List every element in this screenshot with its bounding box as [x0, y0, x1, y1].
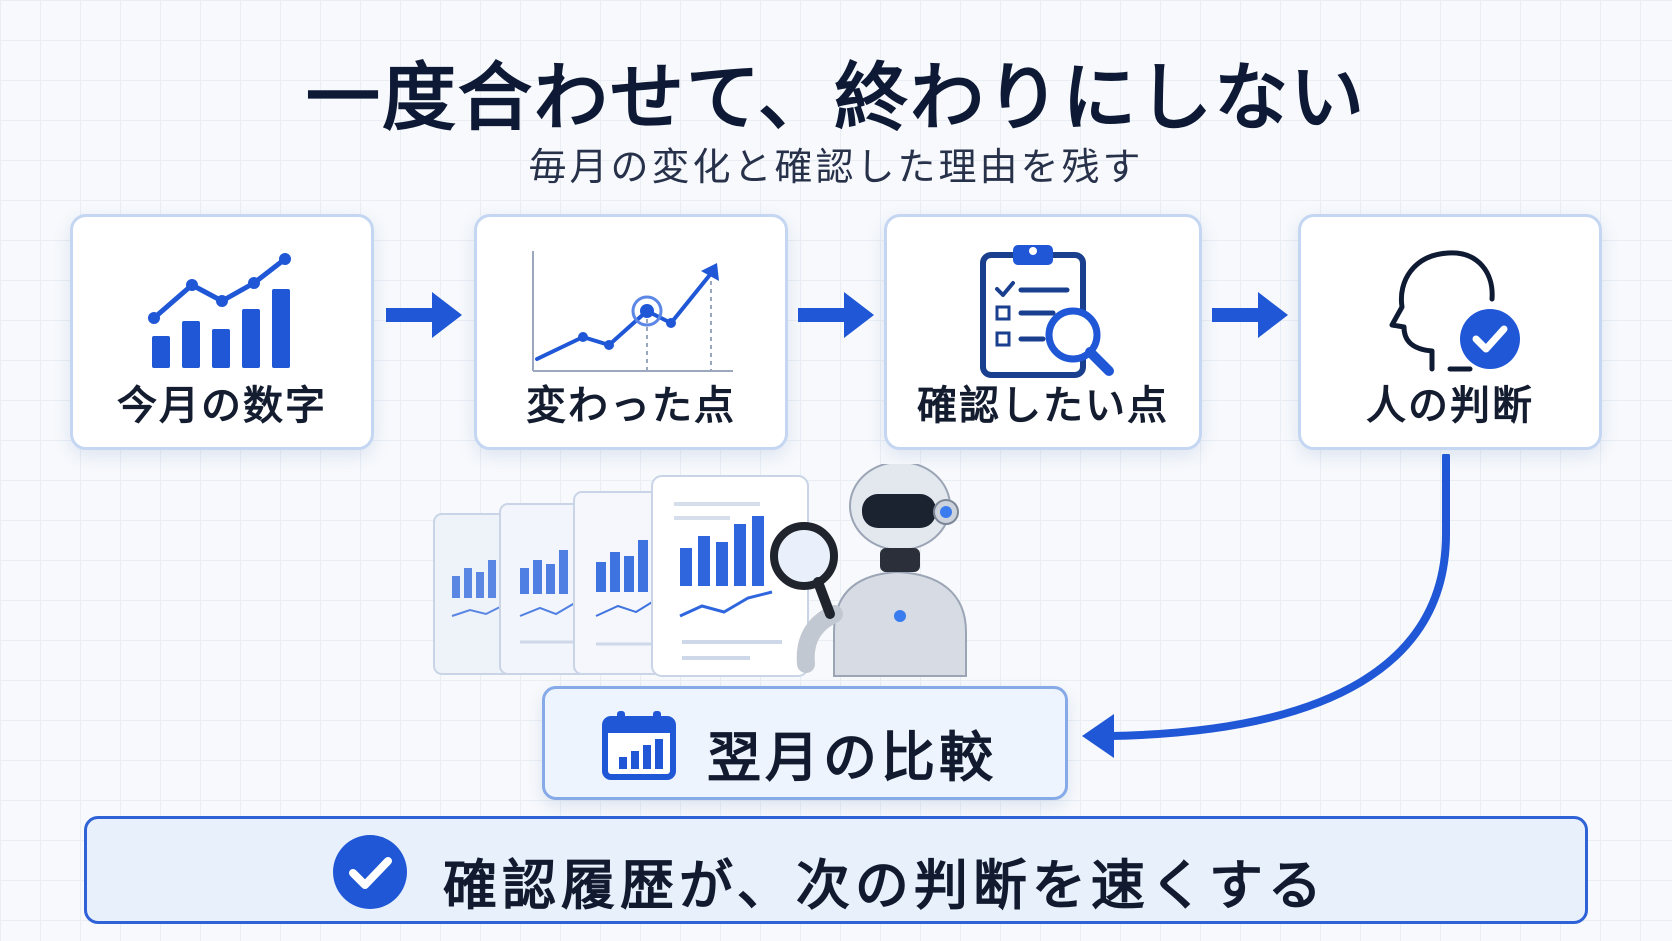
step-card-changes: 変わった点	[474, 214, 788, 450]
step-label: 今月の数字	[117, 383, 327, 429]
step-card-human-judgment: 人の判断	[1298, 214, 1602, 450]
arrow-right-icon	[798, 292, 874, 338]
next-month-label: 翌月の比較	[707, 726, 997, 789]
conclusion-banner: 確認履歴が、次の判断を速くする	[84, 816, 1588, 924]
clipboard-search-icon	[887, 241, 1199, 381]
arrow-right-icon	[386, 292, 462, 338]
page-title: 一度合わせて、終わりにしない	[305, 55, 1367, 141]
calendar-chart-icon	[602, 711, 676, 780]
banner-text: 確認履歴が、次の判断を速くする	[443, 854, 1327, 917]
step-label: 確認したい点	[917, 383, 1169, 429]
step-card-current-numbers: 今月の数字	[70, 214, 374, 450]
arrow-right-icon	[1212, 292, 1288, 338]
bar-chart-icon	[73, 241, 371, 381]
step-card-check-points: 確認したい点	[884, 214, 1202, 450]
step-label: 人の判断	[1366, 383, 1534, 429]
head-check-icon	[1301, 241, 1599, 381]
page-subtitle: 毎月の変化と確認した理由を残す	[528, 145, 1144, 189]
robot-inspecting-reports-icon	[433, 464, 967, 677]
check-circle-icon	[333, 835, 407, 909]
return-arrow	[1082, 454, 1450, 758]
line-chart-icon	[477, 241, 785, 381]
next-month-comparison: 翌月の比較	[542, 686, 1068, 800]
step-label: 変わった点	[526, 383, 736, 429]
